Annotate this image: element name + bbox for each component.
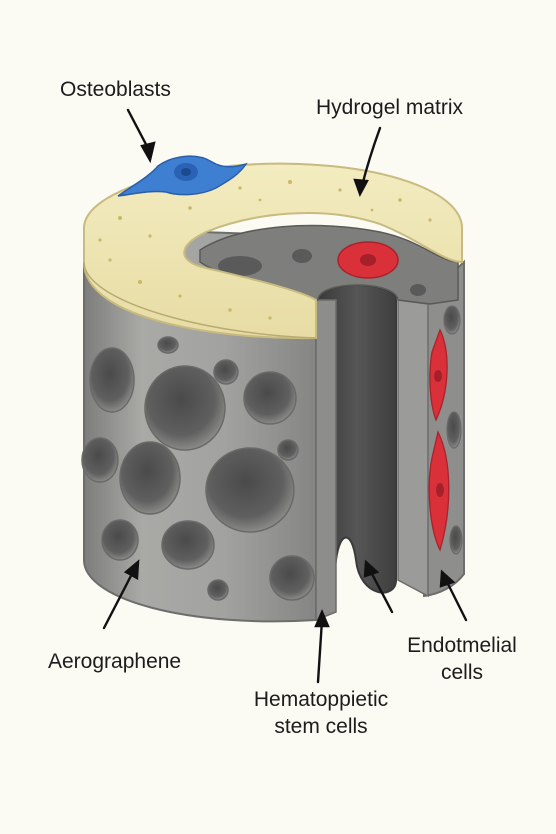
- endothelial-leader: [444, 578, 468, 622]
- endothelial-cells-label: Endotmelial cells: [407, 634, 517, 684]
- hsc-leader: [316, 618, 324, 684]
- aerographene-pores: [81, 336, 315, 601]
- osteoblasts-label: Osteoblasts: [60, 78, 171, 101]
- aerographene-leader: [102, 568, 136, 630]
- aerographene-label: Aerographene: [48, 650, 182, 673]
- hematopoietic-stem-cells-label: Hematoppietic stem cells: [253, 688, 389, 738]
- cut-face: [397, 299, 429, 598]
- channel-left-wall: [315, 299, 337, 622]
- hydrogel-matrix-label: Hydrogel matrix: [316, 96, 464, 119]
